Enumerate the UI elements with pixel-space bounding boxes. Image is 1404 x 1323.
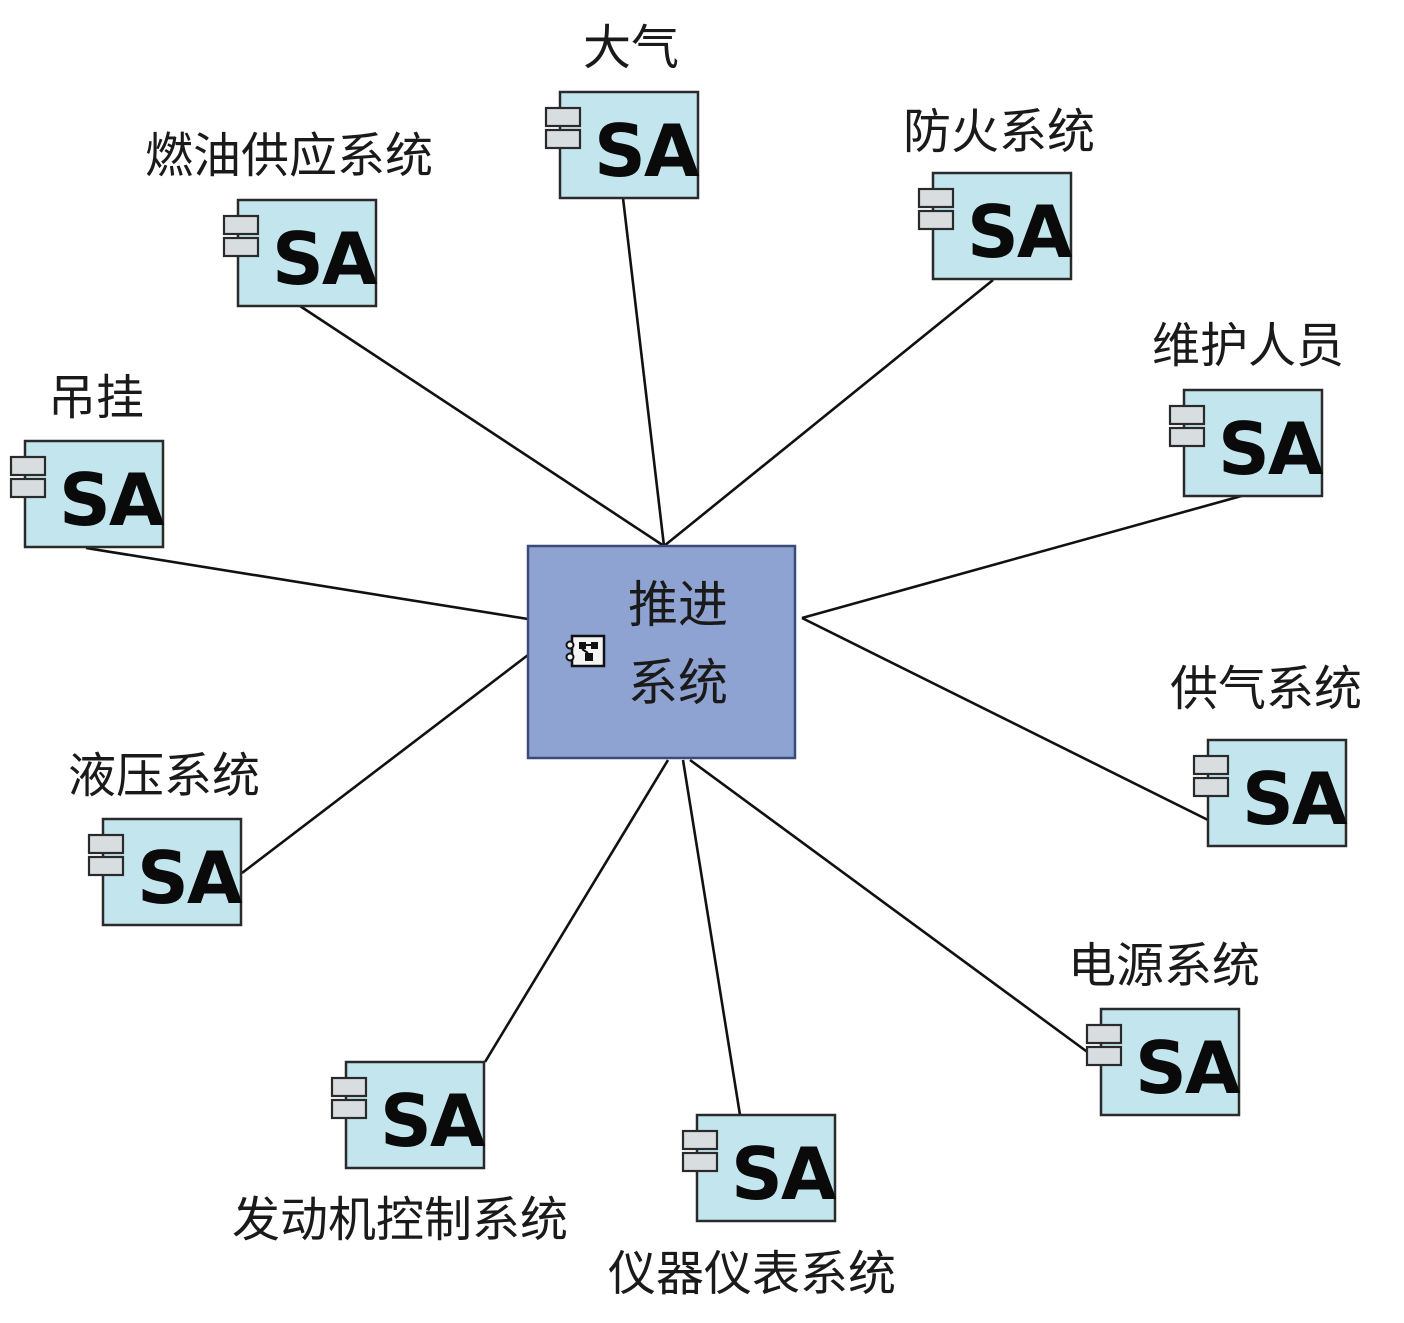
node-atmosphere[interactable]: SA 大气 xyxy=(544,20,702,200)
component-port-icon xyxy=(1192,776,1230,798)
component-port-icon xyxy=(9,455,47,477)
node-label: 维护人员 xyxy=(1152,318,1344,374)
component-port-icon xyxy=(1168,426,1206,448)
node-instrumentation[interactable]: SA 仪器仪表系统 xyxy=(608,1113,896,1302)
node-air-supply[interactable]: SA 供气系统 xyxy=(1170,661,1362,848)
node-fuel-supply[interactable]: SA 燃油供应系统 xyxy=(145,128,433,308)
node-label: 大气 xyxy=(583,20,679,76)
center-node[interactable]: 推进 系统 xyxy=(526,544,797,760)
edge-fire-protection xyxy=(663,278,994,548)
sa-box[interactable] xyxy=(1182,388,1324,498)
edge-power-supply xyxy=(689,758,1102,1064)
edge-pylon xyxy=(85,546,529,621)
sa-badge-text: SA xyxy=(731,1132,837,1216)
sa-badge-text: SA xyxy=(1242,757,1348,841)
center-node-label-line1: 推进 xyxy=(628,576,728,634)
edge-hydraulic xyxy=(241,653,529,875)
sa-badge-text: SA xyxy=(137,836,243,920)
component-port-icon xyxy=(330,1098,368,1120)
node-label: 液压系统 xyxy=(68,748,260,804)
node-maintenance-staff[interactable]: SA 维护人员 xyxy=(1152,318,1344,498)
sa-box[interactable] xyxy=(23,439,165,549)
node-power-supply[interactable]: SA 电源系统 xyxy=(1068,938,1260,1117)
sa-badge-text: SA xyxy=(59,458,165,542)
component-port-icon xyxy=(222,214,260,236)
edge-air-supply xyxy=(801,616,1209,822)
node-engine-control[interactable]: SA 发动机控制系统 xyxy=(232,1060,568,1248)
edge-atmosphere xyxy=(621,197,666,547)
sa-badge-text: SA xyxy=(1218,407,1324,491)
component-port-icon xyxy=(681,1129,719,1151)
component-port-icon xyxy=(917,187,955,209)
edge-engine-control xyxy=(483,759,670,1063)
node-label: 电源系统 xyxy=(1068,938,1260,994)
sa-box[interactable] xyxy=(1206,738,1348,848)
center-node-label-line2: 系统 xyxy=(628,654,728,712)
center-node-box[interactable] xyxy=(526,544,797,760)
edge-instrumentation xyxy=(681,759,742,1116)
sa-box[interactable] xyxy=(101,817,243,927)
component-port-icon xyxy=(87,833,125,855)
sa-box[interactable] xyxy=(931,171,1073,281)
node-label: 燃油供应系统 xyxy=(145,128,433,184)
sa-badge-text: SA xyxy=(272,217,378,301)
component-icon xyxy=(565,634,606,668)
node-label: 仪器仪表系统 xyxy=(608,1246,896,1302)
sa-box[interactable] xyxy=(695,1113,837,1223)
node-hydraulic[interactable]: SA 液压系统 xyxy=(68,748,260,927)
node-label: 发动机控制系统 xyxy=(232,1192,568,1248)
component-port-icon xyxy=(222,236,260,258)
sa-badge-text: SA xyxy=(1135,1026,1241,1110)
connection-lines xyxy=(85,197,1246,1116)
sa-badge-text: SA xyxy=(594,109,700,193)
node-label: 供气系统 xyxy=(1170,661,1362,717)
sa-badge-text: SA xyxy=(380,1079,486,1163)
sa-badge-text: SA xyxy=(967,190,1073,274)
component-port-icon xyxy=(330,1076,368,1098)
component-port-icon xyxy=(1085,1023,1123,1045)
external-nodes: SA 大气 SA 防火系统 SA 燃油供应系统 SA 维护人员 SA 吊挂 SA 供气系统 SA 液压系统… xyxy=(9,20,1362,1302)
edge-maintenance-staff xyxy=(801,493,1246,620)
node-label: 吊挂 xyxy=(48,370,144,426)
sa-box[interactable] xyxy=(344,1060,486,1170)
component-port-icon xyxy=(1192,754,1230,776)
component-port-icon xyxy=(917,209,955,231)
component-port-icon xyxy=(87,855,125,877)
component-port-icon xyxy=(1085,1045,1123,1067)
component-port-icon xyxy=(544,128,582,150)
edge-fuel-supply xyxy=(299,304,665,548)
component-port-icon xyxy=(544,106,582,128)
sa-box[interactable] xyxy=(558,90,700,200)
node-pylon[interactable]: SA 吊挂 xyxy=(9,370,167,549)
component-port-icon xyxy=(681,1151,719,1173)
component-port-icon xyxy=(9,477,47,499)
node-fire-protection[interactable]: SA 防火系统 xyxy=(903,104,1095,281)
node-label: 防火系统 xyxy=(903,104,1095,160)
component-port-icon xyxy=(1168,404,1206,426)
